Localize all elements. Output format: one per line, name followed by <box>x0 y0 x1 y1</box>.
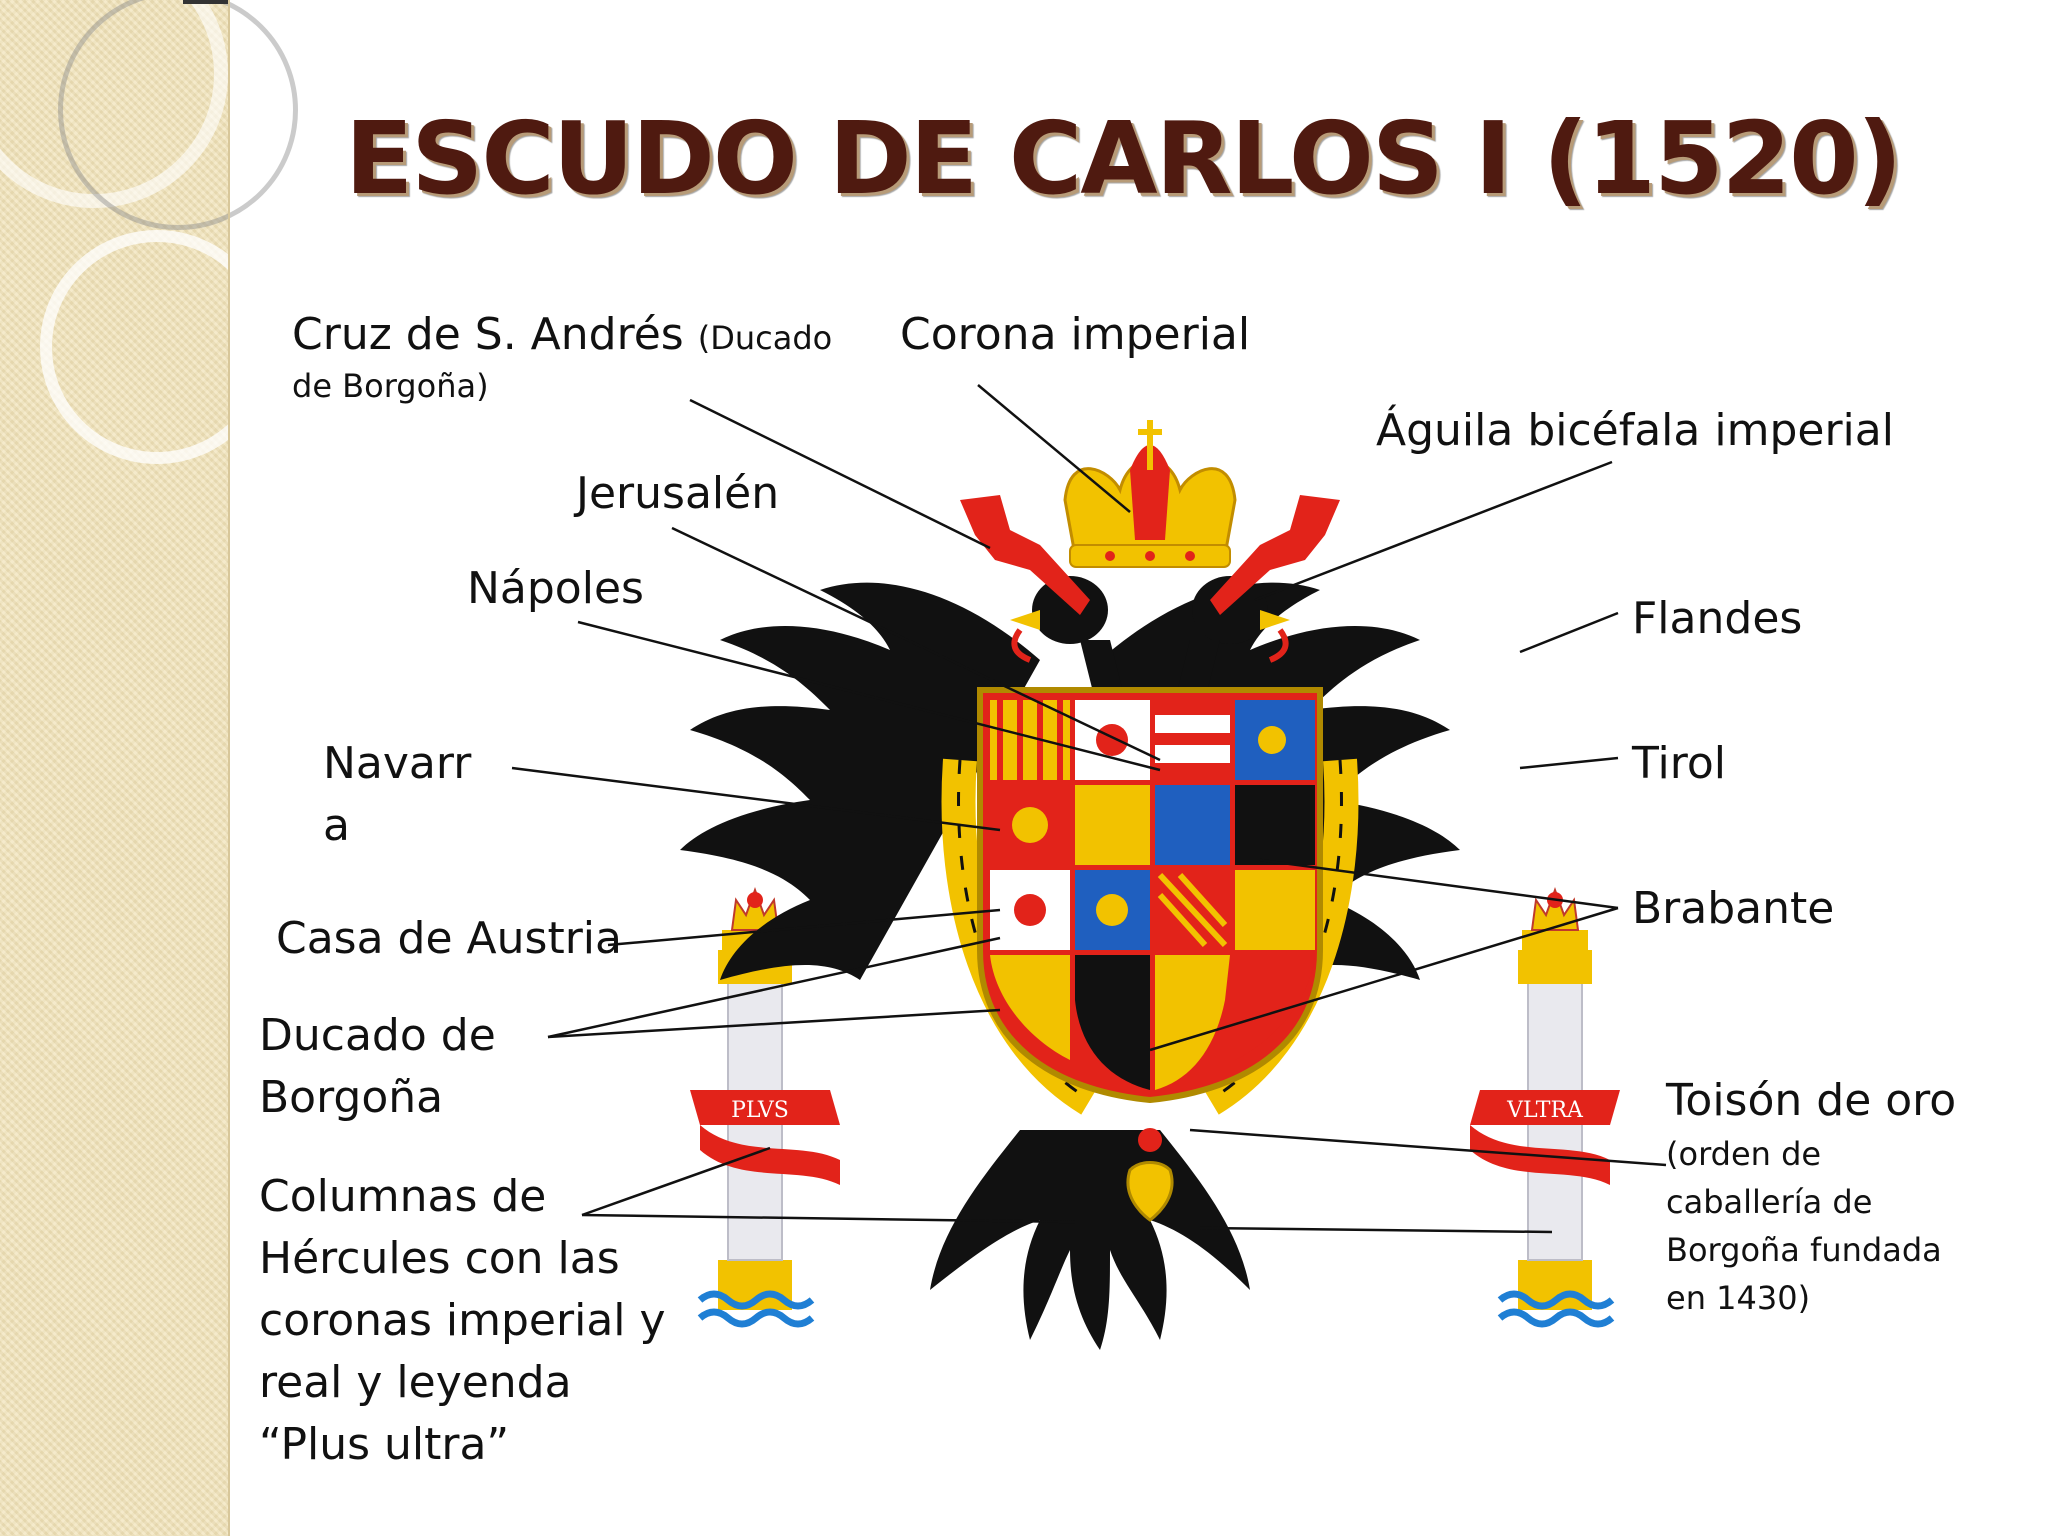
golden-fleece <box>1126 1128 1174 1222</box>
label-cruz-note: (Ducado <box>697 319 833 357</box>
label-columnas-2: Hércules con las <box>259 1233 620 1284</box>
label-ducado-borgona-1: Ducado de <box>259 1010 496 1061</box>
label-columnas-4: real y leyenda <box>259 1357 572 1408</box>
plus-banner: PLVS <box>690 1090 840 1185</box>
label-toison-oro: Toisón de oro <box>1666 1075 1957 1126</box>
label-tirol: Tirol <box>1632 738 1727 789</box>
decorative-ring <box>58 0 298 230</box>
label-toison-5: en 1430) <box>1666 1279 1811 1317</box>
corner-mark <box>183 0 228 4</box>
label-toison-2: (orden de <box>1666 1135 1822 1173</box>
banner-text-right: VLTRA <box>1506 1098 1584 1123</box>
label-flandes: Flandes <box>1632 593 1803 644</box>
label-columnas-1: Columnas de <box>259 1171 547 1222</box>
label-jerusalen: Jerusalén <box>576 468 780 519</box>
imperial-crown <box>1063 420 1237 568</box>
label-ducado-borgona-2: Borgoña <box>259 1072 444 1123</box>
label-toison-4: Borgoña fundada <box>1666 1231 1942 1269</box>
label-toison-3: caballería de <box>1666 1183 1873 1221</box>
label-cruz-main: Cruz de S. Andrés <box>292 309 684 360</box>
label-cruz-san-andres: Cruz de S. Andrés (Ducado <box>292 304 832 369</box>
label-cruz-note-2: de Borgoña) <box>292 367 489 405</box>
label-corona-imperial: Corona imperial <box>900 309 1251 360</box>
label-navarra-1: Navarr <box>323 738 472 789</box>
label-navarra-2: a <box>323 800 350 851</box>
label-brabante: Brabante <box>1632 883 1835 934</box>
label-napoles: Nápoles <box>467 563 644 614</box>
banner-text-left: PLVS <box>731 1098 789 1123</box>
slide-title: ESCUDO DE CARLOS I (1520) <box>345 100 1902 217</box>
label-columnas-3: coronas imperial y <box>259 1295 666 1346</box>
label-aguila-bicefala: Águila bicéfala imperial <box>1376 405 1894 456</box>
shield <box>977 687 1323 1104</box>
eagle-beak <box>1260 610 1290 630</box>
label-columnas-5: “Plus ultra” <box>259 1419 510 1470</box>
label-casa-austria: Casa de Austria <box>276 913 622 964</box>
sidebar-divider <box>228 0 230 1536</box>
eagle-beak <box>1010 610 1040 630</box>
